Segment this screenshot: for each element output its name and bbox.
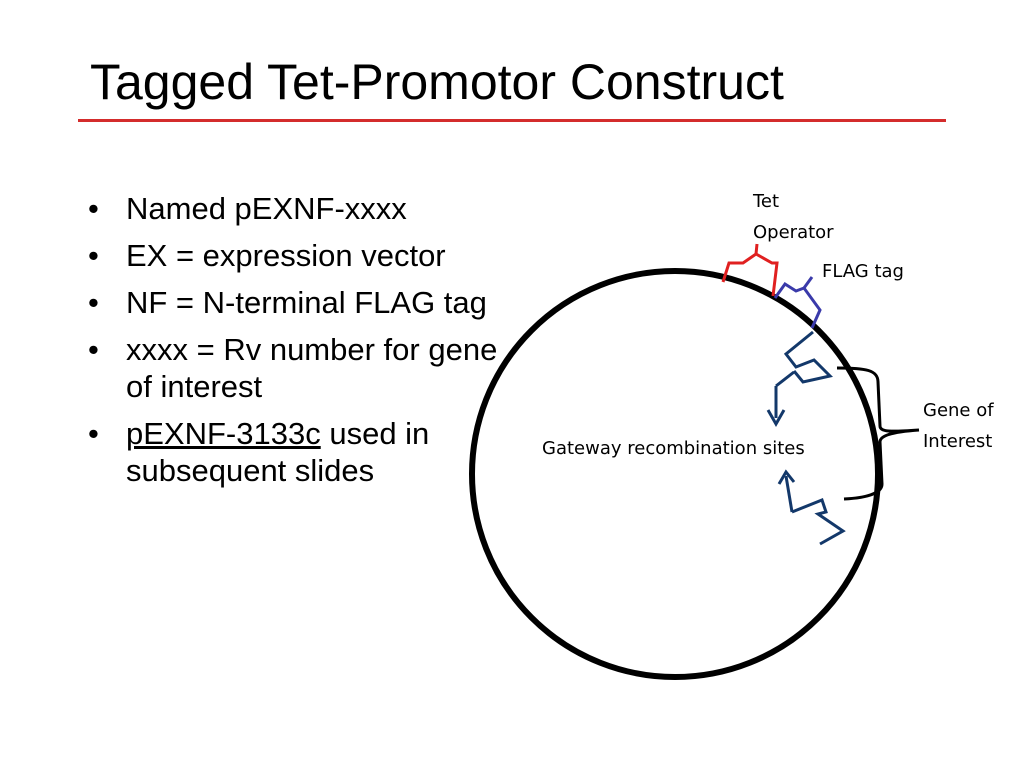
- tet-operator-leader: [754, 243, 759, 255]
- tet-operator-label-line2: Operator: [753, 222, 834, 243]
- gene-of-interest-label-line2: Interest: [923, 431, 992, 452]
- gateway-site-upper-connector: [775, 370, 795, 388]
- title-underline: [78, 119, 946, 122]
- tet-operator-label-line1: Tet: [752, 191, 779, 212]
- slide-title: Tagged Tet-Promotor Construct: [90, 54, 784, 110]
- plasmid-circle: [469, 268, 881, 680]
- gene-of-interest-brace: [836, 366, 920, 501]
- gateway-site-lower: [791, 498, 846, 546]
- flag-tag-label: FLAG tag: [822, 261, 904, 282]
- gateway-recombination-label: Gateway recombination sites: [542, 438, 805, 459]
- bullet-text: xxxx = Rv number for gene of interest: [126, 332, 498, 404]
- gateway-site-upper: [783, 330, 833, 384]
- bullet-item-ex: EX = expression vector: [84, 237, 504, 274]
- bullet-text: used in subsequent slides: [126, 416, 430, 488]
- bullet-list: Named pEXNF-xxxx EX = expression vector …: [84, 190, 504, 499]
- flag-tag-bracket: [773, 281, 822, 329]
- bullet-item-example: pEXNF-3133c used in subsequent slides: [84, 415, 504, 489]
- gateway-arrow-up: [784, 475, 794, 513]
- bullet-text: EX = expression vector: [126, 238, 446, 273]
- flag-tag-leader: [802, 276, 814, 289]
- gene-of-interest-label-line1: Gene of: [923, 400, 994, 421]
- gateway-arrowhead-up: [777, 469, 796, 485]
- bullet-text: Named pEXNF-xxxx: [126, 191, 407, 226]
- plasmid-name-link: pEXNF-3133c: [126, 416, 321, 451]
- bullet-item-name: Named pEXNF-xxxx: [84, 190, 504, 227]
- bullet-text: NF = N-terminal FLAG tag: [126, 285, 487, 320]
- bullet-item-nf: NF = N-terminal FLAG tag: [84, 284, 504, 321]
- gateway-arrowhead-down: [766, 409, 786, 428]
- tet-operator-bracket: [721, 252, 779, 297]
- bullet-item-xxxx: xxxx = Rv number for gene of interest: [84, 331, 504, 405]
